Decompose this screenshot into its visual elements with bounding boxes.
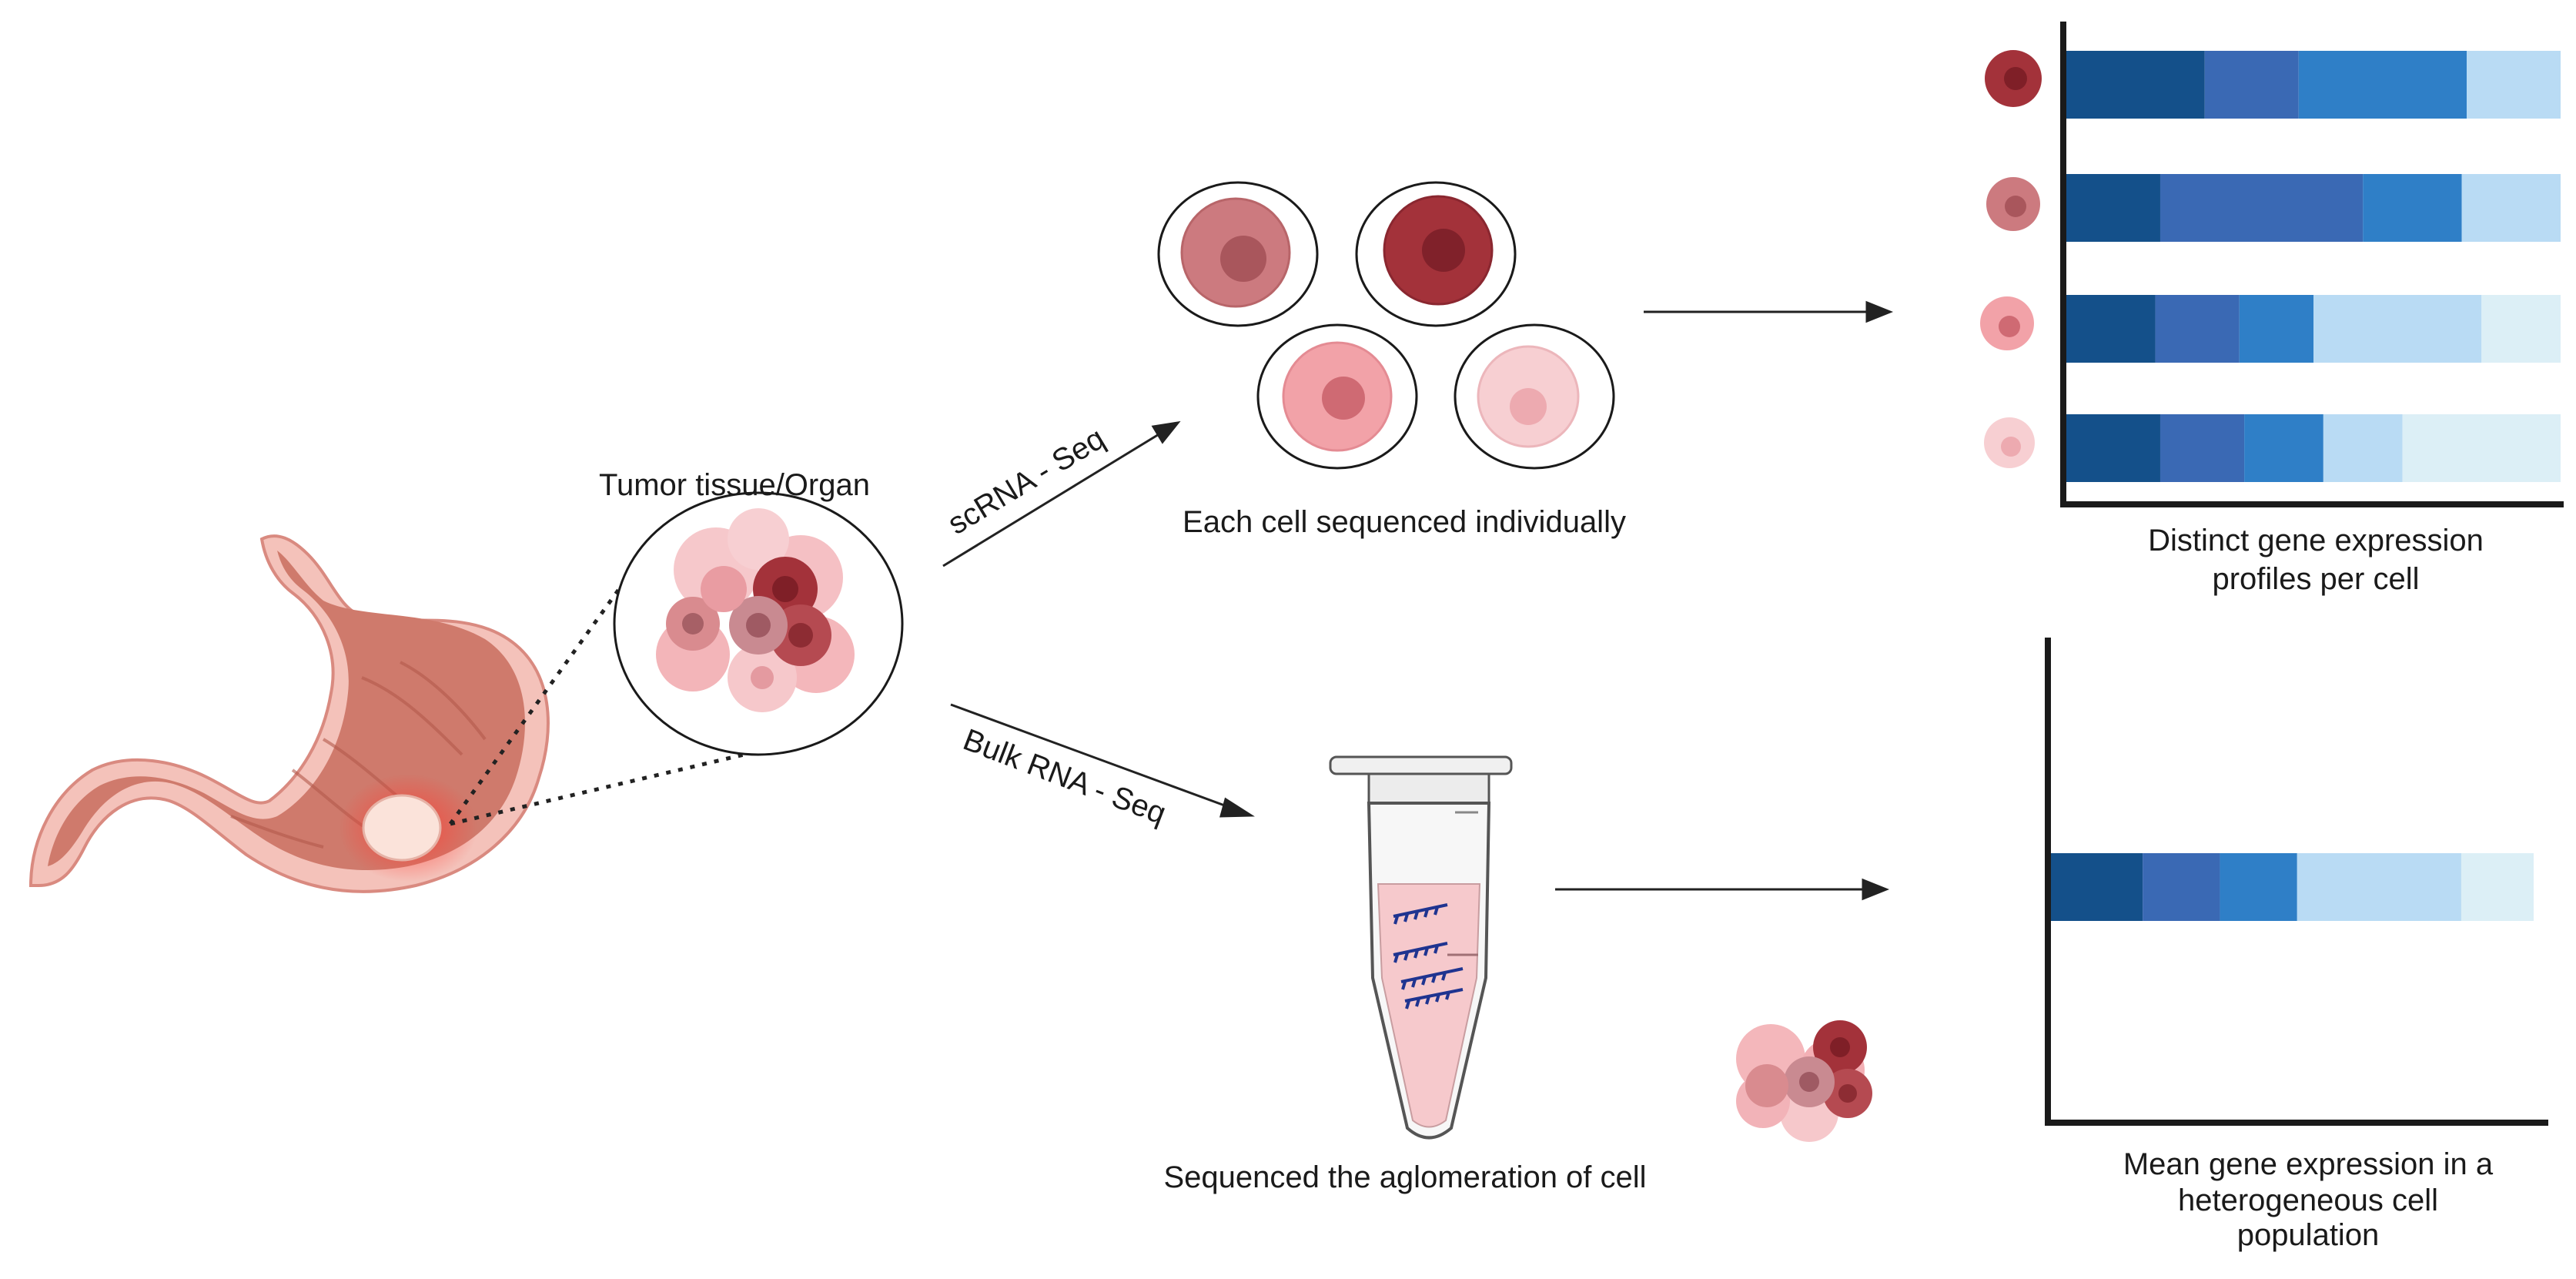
bulk-bar-segment-5 — [2461, 853, 2534, 921]
sequencing-tube — [1329, 755, 1513, 1140]
profile-bar-pink-segment-5 — [2481, 295, 2561, 363]
bulk-bar — [2051, 853, 2534, 921]
profile-bar-dark-red-segment-3 — [2298, 51, 2467, 119]
bulk-cell-cluster — [1736, 1020, 1872, 1142]
profile-bar-light-pink-segment-5 — [2402, 414, 2561, 482]
stomach-illustration — [28, 534, 550, 893]
tumor-mass — [362, 794, 442, 862]
profile-bar-pink-segment-4 — [2313, 295, 2482, 363]
distinct-profiles-label-line1: Distinct gene expression — [2148, 524, 2484, 557]
aglomeration-label: Sequenced the aglomeration of cell — [1163, 1160, 1647, 1194]
profile-bar-rose-segment-3 — [2363, 174, 2462, 242]
zoom-lines — [448, 549, 794, 826]
cell-rose — [1157, 181, 1319, 327]
single-cell-axes — [2060, 22, 2564, 507]
cell-light-pink — [1454, 323, 1615, 470]
rna-strands — [1393, 903, 1464, 1009]
chart-axes — [2045, 22, 2564, 1126]
bulk-bar-segment-4 — [2297, 853, 2461, 921]
profile-bar-light-pink-segment-3 — [2244, 414, 2323, 482]
profile-bar-dark-red — [2066, 51, 2561, 119]
cell-pink — [1256, 323, 1418, 470]
profile-bar-light-pink-segment-1 — [2066, 414, 2160, 482]
profile-bar-pink-segment-3 — [2239, 295, 2313, 363]
profile-bar-pink — [2066, 295, 2561, 363]
each-cell-label: Each cell sequenced individually — [1183, 505, 1626, 539]
mean-expression-label-line1: Mean gene expression in a — [2123, 1147, 2494, 1181]
arrows — [942, 300, 1894, 901]
tumor-tissue-label: Tumor tissue/Organ — [599, 468, 870, 502]
profile-bar-pink-segment-2 — [2155, 295, 2240, 363]
tumor-cell-cluster — [656, 508, 855, 712]
profile-bar-rose-segment-4 — [2461, 174, 2561, 242]
cell-dark-red — [1355, 181, 1517, 327]
mean-expression-label-line3: population — [2236, 1218, 2380, 1252]
bulk-bar-segment-1 — [2051, 853, 2143, 921]
profile-bar-rose — [2066, 174, 2561, 242]
bulk-bar-segment-2 — [2143, 853, 2220, 921]
profile-bar-rose-segment-2 — [2159, 174, 2364, 242]
individual-cells — [1157, 181, 1615, 470]
profile-bar-light-pink — [2066, 414, 2561, 482]
profile-bar-dark-red-segment-4 — [2467, 51, 2561, 119]
tumor-tissue-circle — [613, 491, 904, 756]
single-cell-bars — [2066, 51, 2561, 482]
bulk-axes — [2045, 638, 2548, 1126]
profile-bar-dark-red-segment-1 — [2066, 51, 2205, 119]
profile-bar-dark-red-segment-2 — [2204, 51, 2299, 119]
bulk-arrow — [950, 703, 1244, 814]
mean-expression-label-line2: heterogeneous cell — [2177, 1184, 2439, 1217]
profile-bar-light-pink-segment-4 — [2323, 414, 2403, 482]
profile-bar-rose-segment-1 — [2066, 174, 2160, 242]
distinct-profiles-label-line2: profiles per cell — [2212, 562, 2420, 596]
profile-bar-light-pink-segment-2 — [2159, 414, 2245, 482]
profile-cell-icons — [1980, 50, 2042, 468]
bulk-bar-segment-3 — [2220, 853, 2297, 921]
scrna-arrow — [942, 426, 1171, 568]
profile-bar-pink-segment-1 — [2066, 295, 2156, 363]
